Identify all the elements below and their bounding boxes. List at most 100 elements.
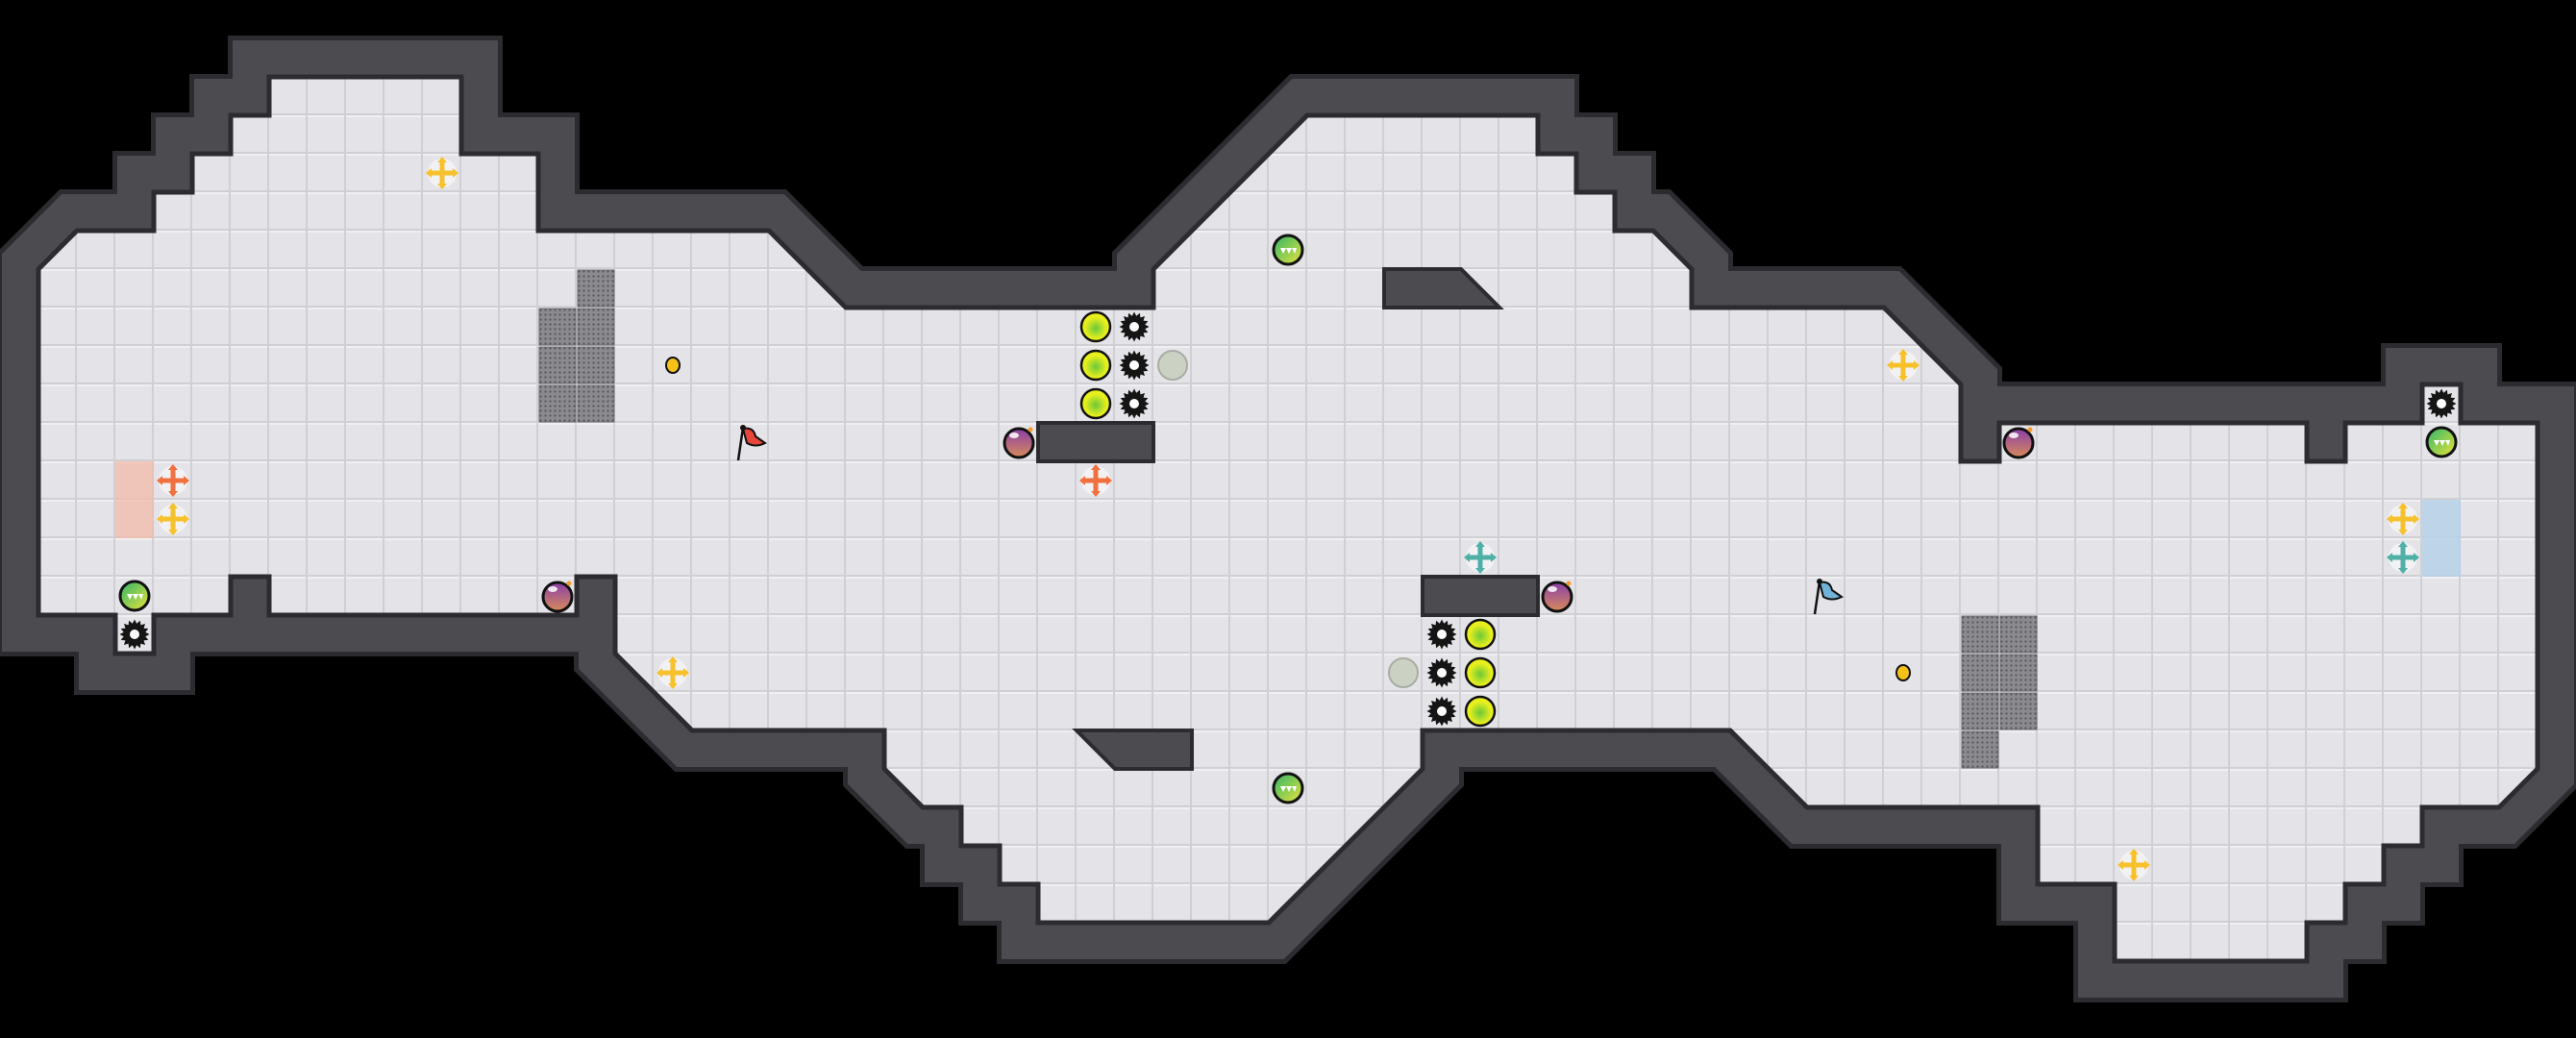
spike-icon <box>1119 350 1150 381</box>
boost-arrows-icon <box>1079 464 1112 497</box>
boost-arrows-icon <box>426 157 458 189</box>
spike-hole <box>1129 399 1139 408</box>
flag-icon <box>736 425 767 461</box>
boost-arrows-icon <box>157 503 189 535</box>
red-zone-tile <box>115 461 154 500</box>
map-entities <box>115 157 2461 881</box>
mesh-tile <box>538 308 577 346</box>
boost-bar-h <box>660 670 685 676</box>
spike-icon <box>2426 388 2457 419</box>
mesh-tile <box>1999 615 2038 654</box>
boost-arrows-icon <box>656 656 689 689</box>
spike-hole <box>1437 706 1447 716</box>
floor <box>36 74 2540 964</box>
button-icon <box>1464 618 1497 651</box>
bomb-highlight <box>2009 432 2019 438</box>
wall-block <box>1421 575 1540 617</box>
boost-bar-h <box>2390 555 2415 560</box>
rolling-bomb-icon <box>1272 234 1304 266</box>
wall-block <box>1382 267 1504 309</box>
spike-icon <box>1119 388 1150 419</box>
bomb-body <box>541 581 574 613</box>
mesh-tile <box>538 346 577 384</box>
boost-arrows-icon <box>2118 849 2150 881</box>
flag-pole-tip <box>740 425 746 431</box>
rolling-bomb-icon <box>118 580 151 612</box>
flag-icon <box>1813 579 1844 615</box>
button-icon <box>1079 349 1112 382</box>
boost-bar-h <box>161 478 186 483</box>
flag-pole <box>1813 581 1821 615</box>
gate-marker-icon <box>1388 657 1419 688</box>
red-zone-tile <box>115 500 154 538</box>
powerup-dot-icon <box>665 357 681 374</box>
boost-bar-h <box>1468 555 1493 560</box>
spike-hole <box>130 630 139 639</box>
rolling-bomb-icon <box>2425 426 2458 458</box>
wall-inner-edge <box>36 74 2540 964</box>
mesh-tile <box>577 308 615 346</box>
spike-hole <box>1437 668 1447 678</box>
boost-bar-h <box>430 170 455 176</box>
bomb-icon <box>1003 427 1035 459</box>
spike-hole <box>2437 399 2446 408</box>
mesh-tile <box>1961 654 1999 692</box>
mesh-tile <box>577 346 615 384</box>
flag-pole-tip <box>1817 579 1822 584</box>
boost-arrows-icon <box>1887 349 1920 382</box>
bomb-fuse <box>2027 427 2033 432</box>
boost-bar-h <box>1891 362 1916 368</box>
flag-pole <box>736 427 745 461</box>
flag-cloth <box>741 427 767 447</box>
boost-arrows-icon <box>1464 541 1497 574</box>
bomb-icon <box>1541 581 1573 613</box>
flag-cloth <box>1818 581 1844 601</box>
spike-icon <box>1119 311 1150 342</box>
rolling-bomb-icon <box>1272 772 1304 804</box>
spike-icon <box>1426 696 1457 727</box>
button-icon <box>1079 310 1112 343</box>
wall-block <box>1072 729 1194 771</box>
rolling-bomb-teeth <box>1280 786 1297 792</box>
spike-icon <box>119 619 150 650</box>
bomb-body <box>1003 427 1035 459</box>
button-icon <box>1079 387 1112 420</box>
bomb-icon <box>541 581 574 613</box>
bomb-fuse <box>1566 581 1572 586</box>
spike-hole <box>1437 630 1447 639</box>
mesh-tile <box>1999 692 2038 730</box>
bomb-highlight <box>548 586 557 592</box>
mesh-tile <box>1999 654 2038 692</box>
rolling-bomb-teeth <box>2434 440 2450 446</box>
wall-block <box>1036 421 1155 463</box>
bomb-highlight <box>1009 432 1019 438</box>
spike-icon <box>1426 657 1457 688</box>
boost-arrows-icon <box>2387 503 2419 535</box>
floor-area <box>38 77 2538 961</box>
spike-hole <box>1129 322 1139 332</box>
spike-hole <box>1129 360 1139 370</box>
spike-icon <box>1426 619 1457 650</box>
bomb-body <box>2002 427 2035 459</box>
bomb-body <box>1541 581 1573 613</box>
gate-marker-icon <box>1157 350 1188 381</box>
boost-bar-h <box>161 516 186 522</box>
button-icon <box>1464 695 1497 728</box>
blue-zone-tile <box>2422 500 2461 538</box>
mesh-tile <box>577 269 615 308</box>
boost-bar-h <box>2390 516 2415 522</box>
mesh-tile <box>538 384 577 423</box>
bomb-fuse <box>1028 427 1033 432</box>
mesh-tile <box>1961 692 1999 730</box>
bomb-fuse <box>566 581 572 586</box>
rolling-bomb-teeth <box>1280 248 1297 254</box>
powerup-dot-icon <box>1895 664 1911 681</box>
mesh-tile <box>1961 615 1999 654</box>
mesh-tile <box>1961 730 1999 769</box>
boost-bar-h <box>2121 862 2146 868</box>
boost-bar-h <box>1083 478 1108 483</box>
boost-arrows-icon <box>157 464 189 497</box>
bomb-icon <box>2002 427 2035 459</box>
mesh-tile <box>577 384 615 423</box>
